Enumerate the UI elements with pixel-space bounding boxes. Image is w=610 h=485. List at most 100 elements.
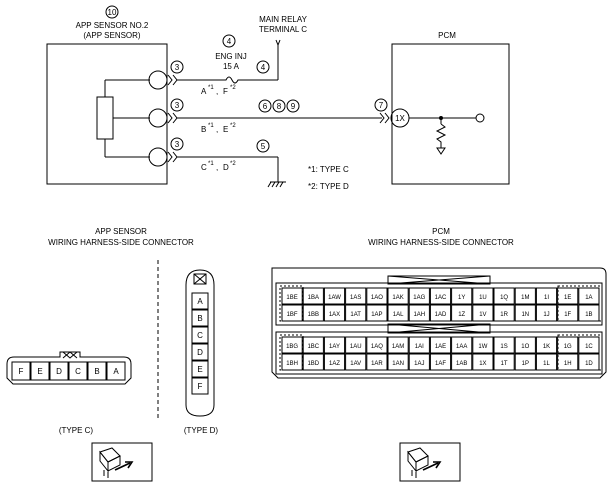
type-d-pin-cell — [191, 343, 209, 361]
pcm-pin-cell — [345, 287, 367, 305]
pcm-pin-1m: 1M — [521, 295, 529, 301]
pcm-pin-1y: 1Y — [458, 295, 465, 301]
pcm-pin-cell — [366, 336, 388, 354]
pcm-pin-1ay: 1AY — [329, 344, 340, 350]
app-sensor-subtitle: (APP SENSOR) — [83, 31, 141, 40]
app-sensor-box — [46, 43, 168, 185]
pcm-ground-icon — [436, 147, 446, 155]
pcm-pin-group-outline — [557, 334, 603, 371]
pcm-pin-cell — [451, 336, 473, 354]
pcm-pin-1g: 1G — [564, 344, 572, 350]
pcm-pin-cell — [493, 304, 515, 322]
pcm-pin-cell — [451, 287, 473, 305]
main-relay-label-2: TERMINAL C — [259, 25, 307, 34]
terminal-b-circle — [148, 108, 168, 128]
pcm-pin-cell — [408, 287, 430, 305]
pcm-pin-1e: 1E — [564, 295, 571, 301]
pcm-pin-cell — [345, 304, 367, 322]
pcm-pin-1ax: 1AX — [329, 312, 340, 318]
type-c-connector-housing — [6, 351, 132, 385]
type-d-pin-cell — [191, 377, 209, 395]
pcm-pin-cell — [472, 353, 494, 371]
svg-text:*2: *2 — [230, 123, 236, 129]
pcm-pin-1aw: 1AW — [328, 295, 341, 301]
pcm-pin-cell — [451, 353, 473, 371]
type-c-pin-cell — [87, 361, 107, 381]
relay-wire-callout: 4 — [261, 63, 266, 72]
pcm-conn-title-1: PCM — [432, 227, 450, 236]
pcm-pin-1o: 1O — [521, 344, 529, 350]
pcm-pin-1k: 1K — [543, 344, 550, 350]
pcm-pin-1s: 1S — [500, 344, 507, 350]
note-type-d: *2: TYPE D — [308, 182, 349, 191]
pcm-pin-1x: 1X — [479, 361, 486, 367]
pcm-pin-cell — [514, 287, 536, 305]
pcm-pin-1bc: 1BC — [307, 344, 319, 350]
svg-text:*2: *2 — [230, 161, 236, 167]
pcm-pin-1bd: 1BD — [307, 361, 319, 367]
signal-callout-3: 9 — [291, 102, 296, 111]
pcm-pin-group-outline — [279, 285, 304, 322]
type-c-pin-a: A — [113, 367, 119, 376]
eng-inj-callout: 4 — [227, 37, 232, 46]
type-d-pin-b: B — [197, 314, 202, 323]
pcm-pin-1al: 1AL — [393, 312, 404, 318]
type-c-pin-f: F — [19, 367, 24, 376]
type-c-pin-c: C — [75, 367, 81, 376]
type-c-pin-cell — [106, 361, 126, 381]
pcm-pin-cell — [578, 287, 600, 305]
pcm-pin-cell — [366, 304, 388, 322]
pcm-pin-cell — [472, 287, 494, 305]
pcm-pin-1t: 1T — [501, 361, 508, 367]
pcm-pin-1ai: 1AI — [415, 344, 424, 350]
pcm-pin-cell — [535, 287, 558, 305]
pcm-pin-cell — [281, 336, 303, 354]
type-d-pin-c: C — [197, 331, 203, 340]
svg-text:*1: *1 — [208, 161, 214, 167]
pcm-pin-1an: 1AN — [392, 361, 404, 367]
pcm-terminal-label: 1X — [395, 114, 405, 123]
pcm-pin-1as: 1AS — [350, 295, 361, 301]
type-c-pin-d: D — [56, 367, 62, 376]
pcm-pin-cell — [429, 336, 452, 354]
eng-inj-rating: 15 A — [223, 62, 240, 71]
pcm-pin-cell — [366, 353, 388, 371]
pcm-connector-housing — [271, 267, 607, 379]
pcm-pin-cell — [408, 353, 430, 371]
svg-text:*2: *2 — [230, 85, 236, 91]
pin-b-label: B — [201, 125, 206, 134]
pcm-pin-1h: 1H — [564, 361, 572, 367]
pcm-pin-1j: 1J — [543, 312, 549, 318]
pcm-pin-1b: 1B — [585, 312, 592, 318]
pcm-pin-cell — [408, 304, 430, 322]
pcm-pin-cell — [493, 287, 515, 305]
pcm-pin-1bf: 1BF — [287, 312, 298, 318]
pcm-pin-cell — [323, 336, 346, 354]
main-relay-label-1: MAIN RELAY — [259, 15, 308, 24]
pcm-pin-cell — [514, 336, 536, 354]
ground-callout: 5 — [261, 142, 266, 151]
pcm-pin-1at: 1AT — [350, 312, 361, 318]
type-d-label: (TYPE D) — [184, 426, 219, 435]
svg-text:*1: *1 — [208, 85, 214, 91]
type-d-pin-f: F — [198, 382, 203, 391]
type-d-pin-cell — [191, 326, 209, 344]
pcm-pin-1bh: 1BH — [286, 361, 298, 367]
pin-a-label: A — [201, 87, 207, 96]
fuse-symbol — [224, 76, 250, 84]
app-sensor-title: APP SENSOR NO.2 — [76, 21, 149, 30]
pcm-pin-cell — [323, 353, 346, 371]
pcm-pin-1af: 1AF — [435, 361, 446, 367]
pcm-pin-1aj: 1AJ — [414, 361, 424, 367]
type-d-pin-cell — [191, 309, 209, 327]
app-sensor-callout-circle — [105, 5, 119, 19]
pcm-pin-cell — [281, 287, 303, 305]
type-d-pin-cell — [191, 360, 209, 378]
conn-callout-a: 3 — [175, 63, 180, 72]
pcm-pin-cell — [429, 287, 452, 305]
pcm-pin-cell — [472, 304, 494, 322]
type-d-pin-cell — [191, 292, 209, 310]
